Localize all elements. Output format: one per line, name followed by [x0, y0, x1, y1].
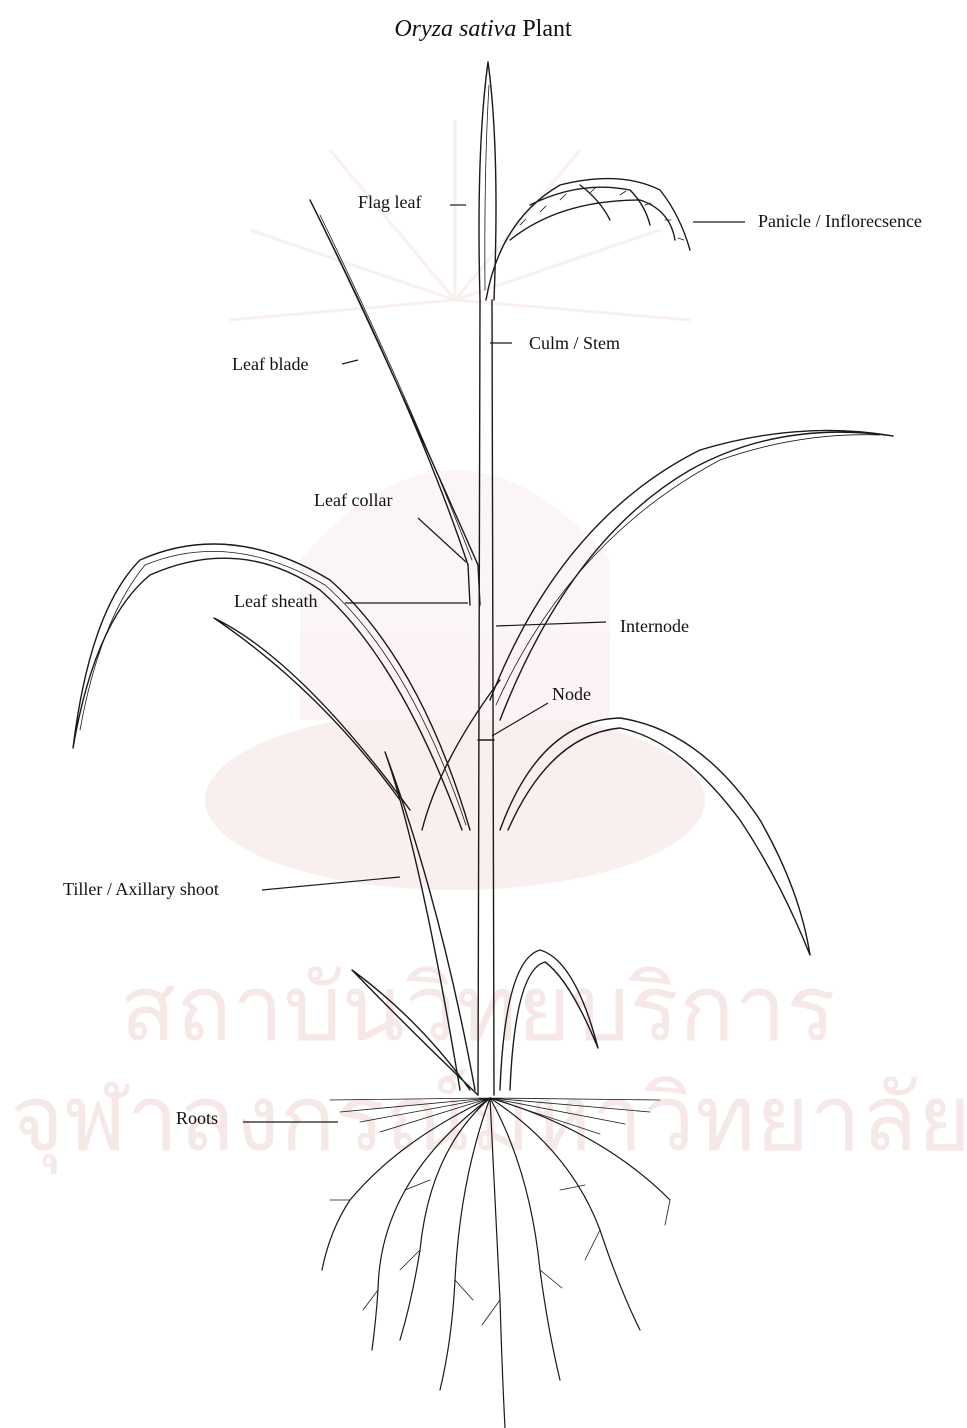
- label-node: Node: [552, 684, 591, 704]
- diagram-title: Oryza sativa Plant: [394, 16, 572, 42]
- label-panicle: Panicle / Inflorecsence: [758, 211, 922, 231]
- label-roots: Roots: [176, 1108, 218, 1128]
- watermark-line-2: จุฬาลงกรณ์มหาวิทยาลัย: [10, 1065, 967, 1175]
- flag-leaf-shape: [479, 62, 496, 300]
- leader-leaf-blade: [342, 360, 358, 364]
- title-species: Oryza sativa: [394, 16, 516, 42]
- label-leaf-collar: Leaf collar: [314, 490, 392, 510]
- label-internode: Internode: [620, 616, 689, 636]
- label-leaf-sheath: Leaf sheath: [234, 591, 317, 611]
- watermark: สถาบันวิทยบริการ จุฬาลงกรณ์มหาวิทยาลัย: [10, 120, 967, 1175]
- label-culm: Culm / Stem: [529, 333, 620, 353]
- label-tiller: Tiller / Axillary shoot: [63, 879, 219, 899]
- label-leaf-blade: Leaf blade: [232, 354, 308, 374]
- watermark-seal-rays: [230, 120, 690, 320]
- title-suffix: Plant: [516, 16, 572, 42]
- watermark-seal-base: [205, 710, 705, 890]
- panicle-axis: [486, 179, 690, 300]
- label-flag-leaf: Flag leaf: [358, 192, 421, 212]
